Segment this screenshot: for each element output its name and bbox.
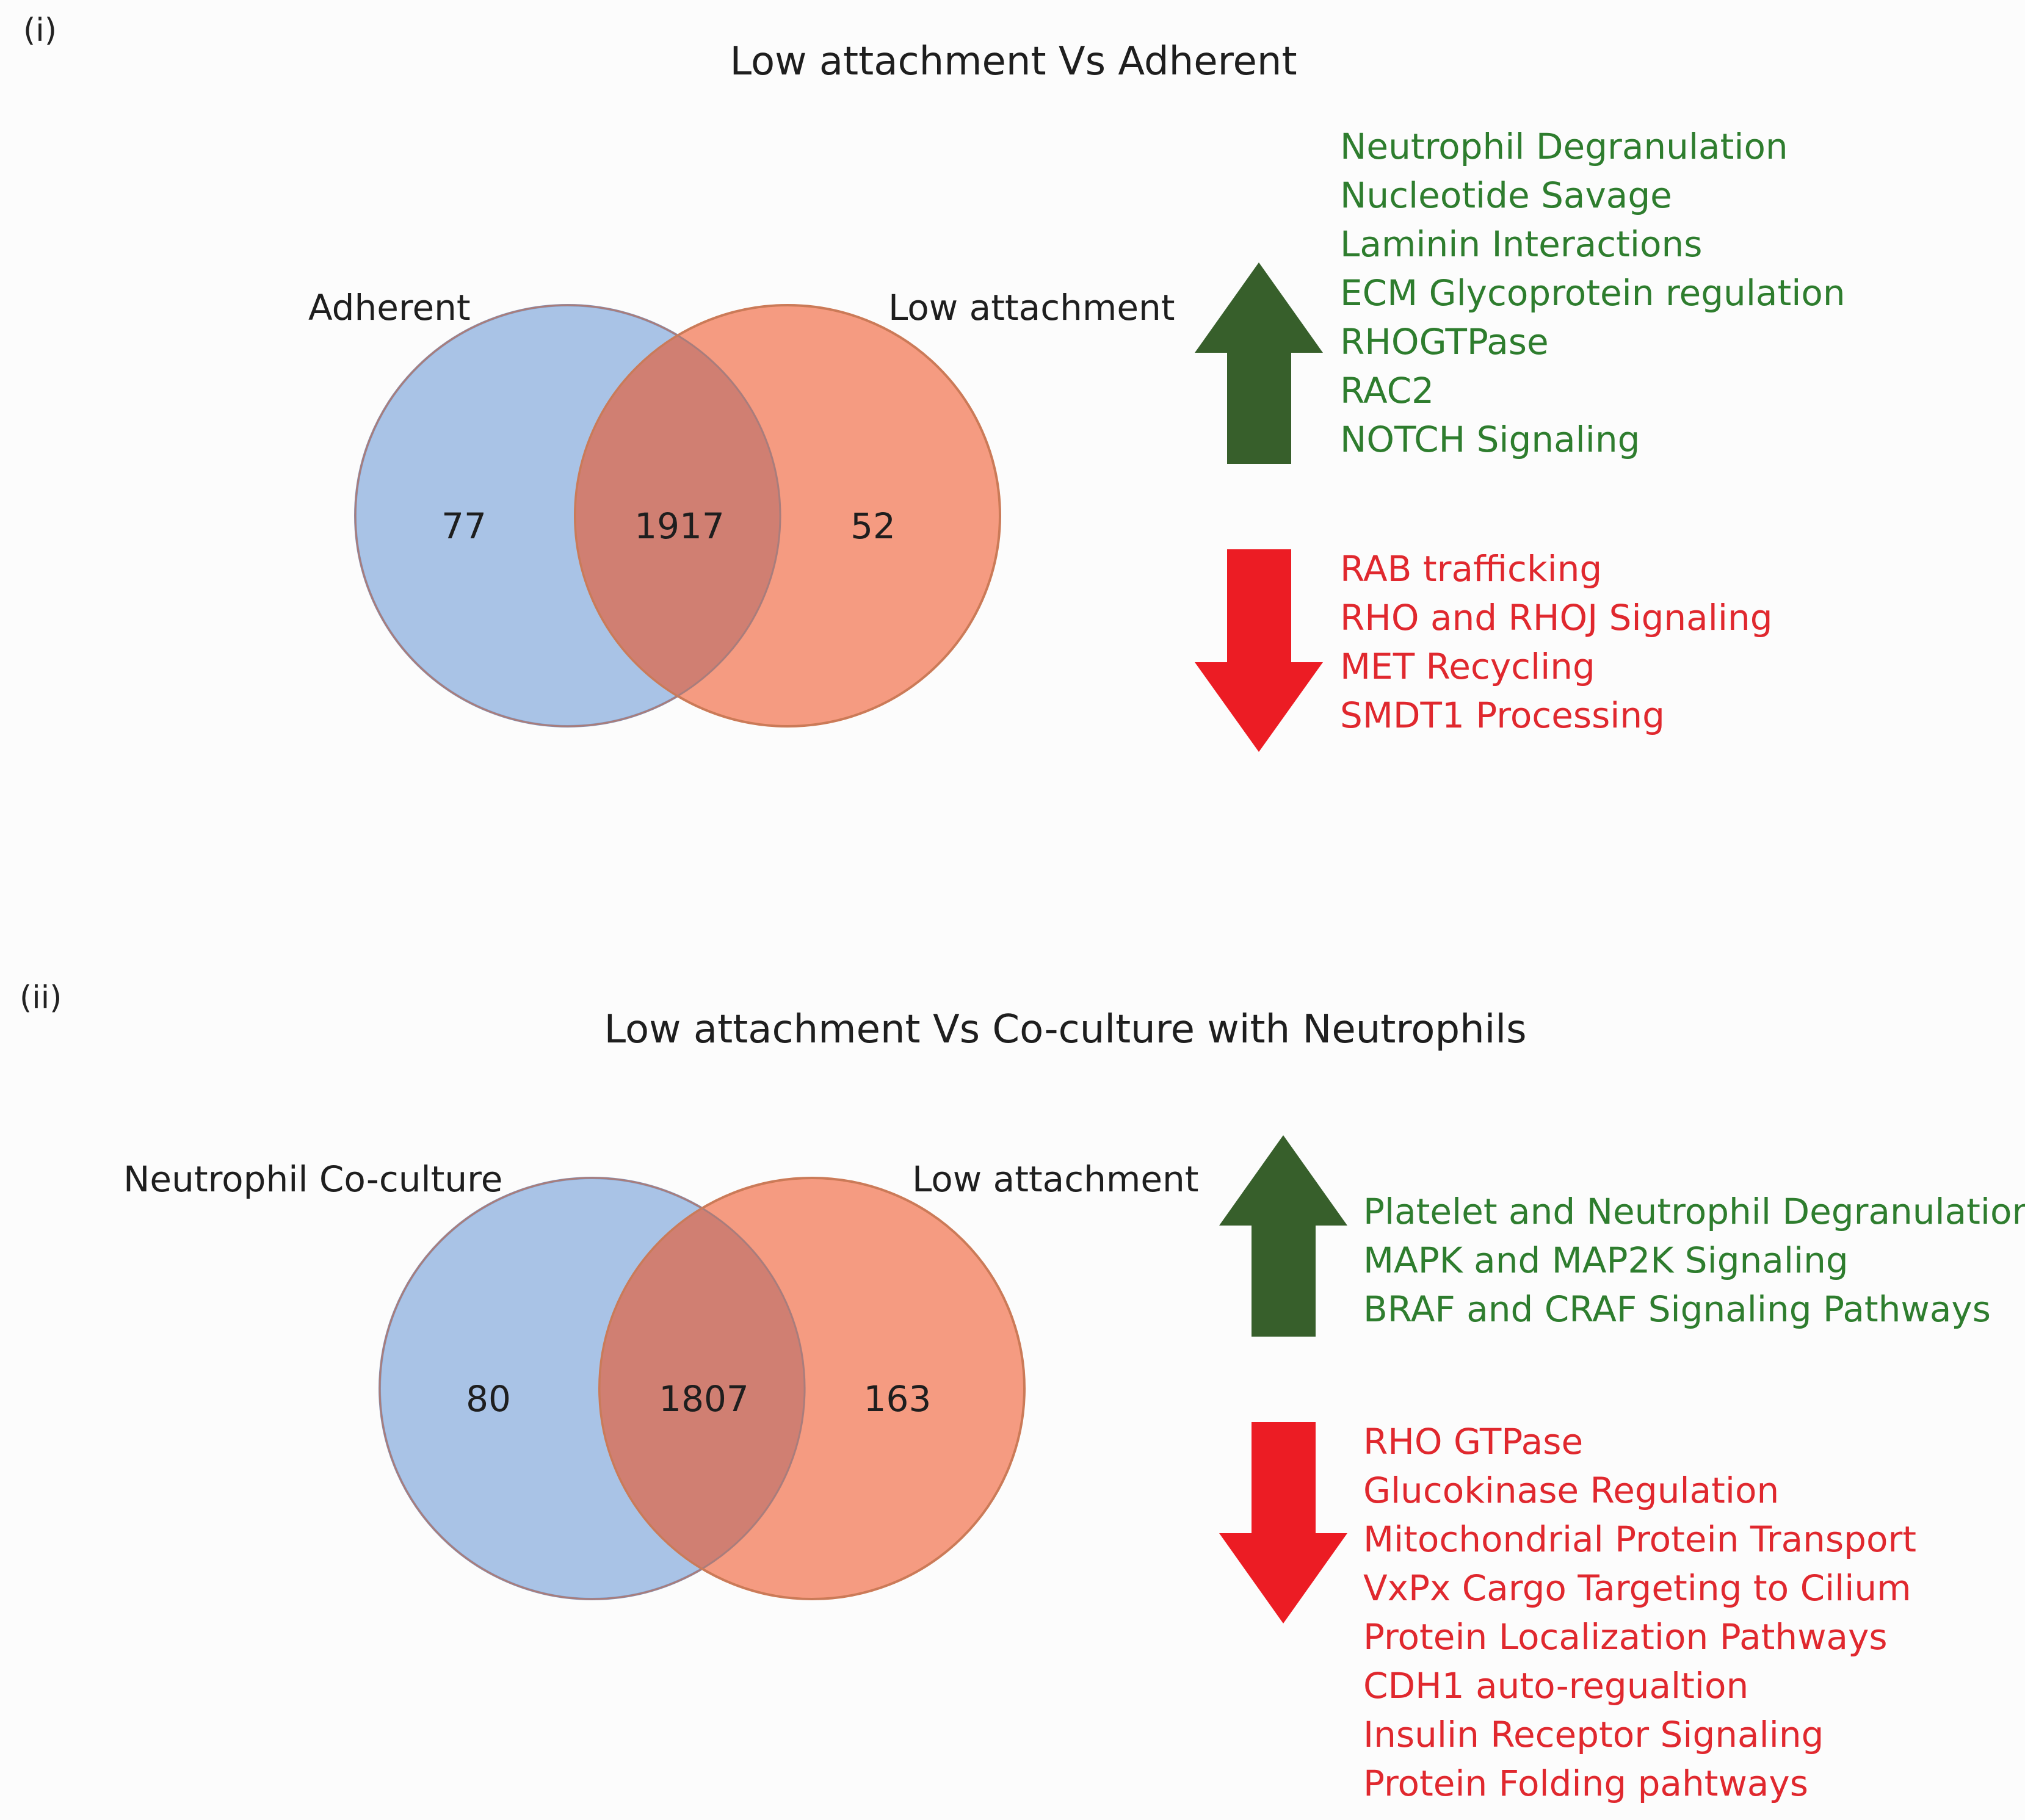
pathway-down-item: Protein Folding pahtways	[1363, 1763, 1808, 1804]
set-label-neutrophil-coculture: Neutrophil Co-culture	[123, 1158, 503, 1200]
venn-diagram-i	[354, 304, 1001, 728]
pathway-down-item: CDH1 auto-regualtion	[1363, 1665, 1749, 1706]
panel-label-ii: (ii)	[20, 980, 62, 1016]
pathway-down-item: RHO GTPase	[1363, 1421, 1584, 1462]
pathway-up-item: BRAF and CRAF Signaling Pathways	[1363, 1288, 1991, 1330]
pathway-down-item: RAB trafficking	[1340, 548, 1603, 590]
down-arrow-icon	[1195, 549, 1323, 752]
pathway-down-item: Mitochondrial Protein Transport	[1363, 1518, 1917, 1560]
pathway-up-item: NOTCH Signaling	[1340, 419, 1640, 460]
pathway-up-item: ECM Glycoprotein regulation	[1340, 272, 1846, 314]
count-right-only-i: 52	[850, 505, 896, 547]
count-overlap-i: 1917	[634, 505, 725, 547]
venn-overlap-i	[575, 305, 780, 726]
down-arrow-icon-ii	[1219, 1422, 1347, 1623]
pathway-up-item: RHOGTPase	[1340, 321, 1549, 363]
count-overlap-ii: 1807	[659, 1378, 749, 1420]
pathway-up-item: MAPK and MAP2K Signaling	[1363, 1240, 1849, 1281]
up-arrow-icon	[1195, 262, 1323, 464]
pathway-down-item: RHO and RHOJ Signaling	[1340, 597, 1773, 638]
set-label-adherent: Adherent	[308, 287, 471, 328]
up-arrow-icon-ii	[1219, 1135, 1347, 1337]
set-label-low-attachment-ii: Low attachment	[912, 1158, 1199, 1200]
panel-title-i: Low attachment Vs Adherent	[730, 39, 1297, 84]
panel-title-ii: Low attachment Vs Co-culture with Neutro…	[604, 1007, 1527, 1052]
pathway-up-item: Nucleotide Savage	[1340, 175, 1672, 216]
pathway-down-item: VxPx Cargo Targeting to Cilium	[1363, 1567, 1911, 1609]
venn-overlap-ii	[600, 1178, 805, 1599]
pathway-down-item: Glucokinase Regulation	[1363, 1470, 1780, 1511]
pathway-up-item: Neutrophil Degranulation	[1340, 126, 1788, 167]
count-right-only-ii: 163	[863, 1378, 932, 1420]
pathway-up-item: Laminin Interactions	[1340, 223, 1703, 265]
set-label-low-attachment: Low attachment	[888, 287, 1175, 328]
pathway-down-item: MET Recycling	[1340, 646, 1595, 687]
downregulated-pathways-ii: RHO GTPase Glucokinase Regulation Mitoch…	[1363, 1417, 1916, 1808]
pathway-down-item: SMDT1 Processing	[1340, 695, 1665, 736]
pathway-up-item: Platelet and Neutrophil Degranulation	[1363, 1191, 2025, 1232]
pathway-up-item: RAC2	[1340, 370, 1435, 411]
panel-label-i: (i)	[23, 12, 57, 49]
count-left-only-ii: 80	[466, 1378, 511, 1420]
upregulated-pathways-ii: Platelet and Neutrophil Degranulation MA…	[1363, 1187, 2025, 1334]
count-left-only-i: 77	[441, 505, 487, 547]
downregulated-pathways-i: RAB trafficking RHO and RHOJ Signaling M…	[1340, 544, 1773, 740]
venn-diagram-ii	[379, 1177, 1026, 1600]
pathway-down-item: Protein Localization Pathways	[1363, 1616, 1888, 1658]
upregulated-pathways-i: Neutrophil Degranulation Nucleotide Sava…	[1340, 122, 1846, 464]
pathway-down-item: Insulin Receptor Signaling	[1363, 1714, 1824, 1755]
